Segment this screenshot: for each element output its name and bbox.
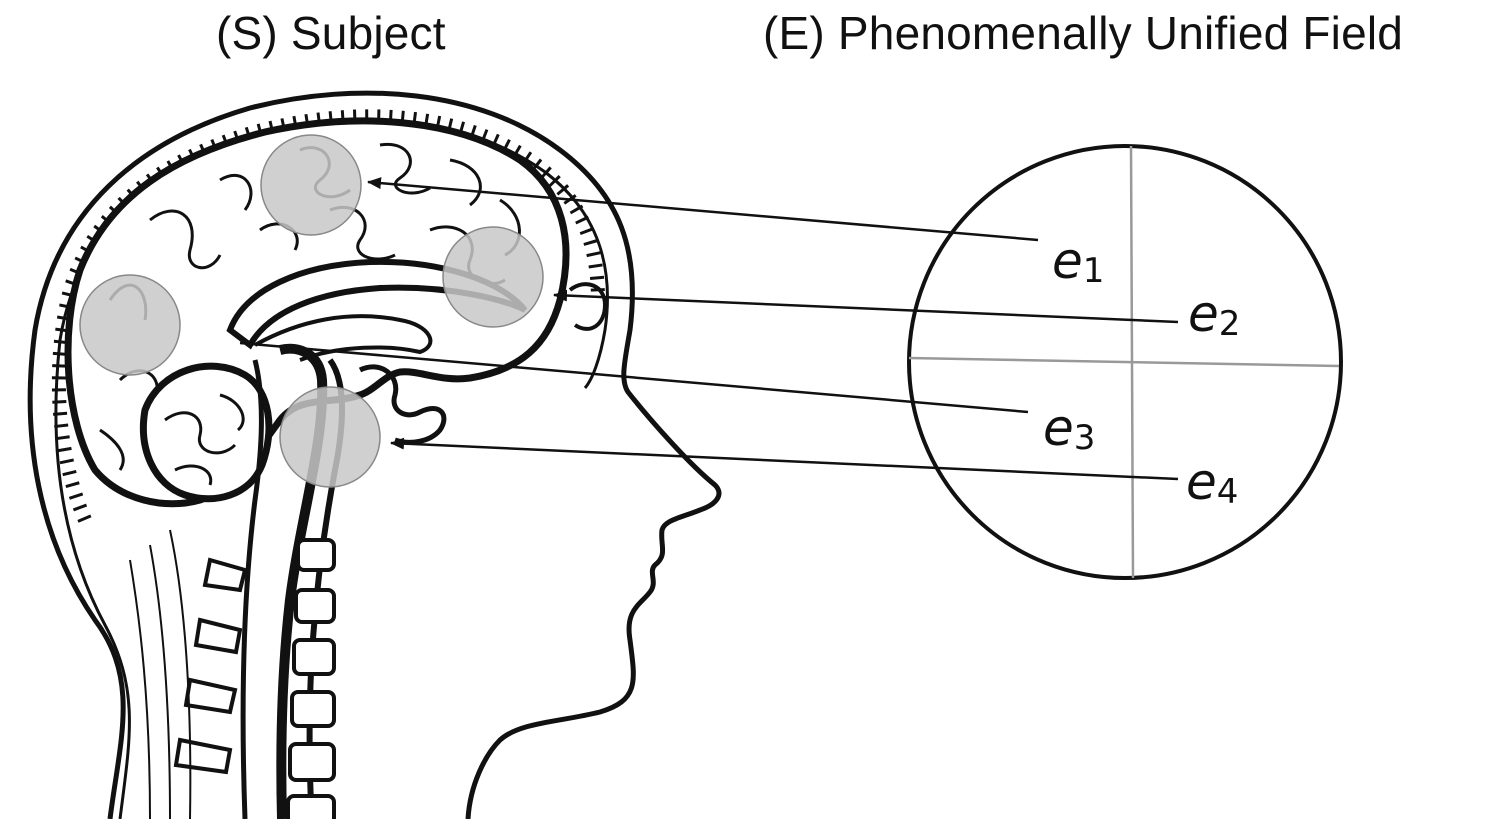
sinus-region xyxy=(358,364,447,445)
vertebrae xyxy=(173,538,336,819)
arrow-e3 xyxy=(239,341,1029,414)
brain-region-4 xyxy=(279,386,381,488)
field-title: (E) Phenomenally Unified Field xyxy=(763,7,1404,59)
spinal-cord-back xyxy=(240,359,264,819)
skull-outline xyxy=(27,90,722,819)
vertebra-2 xyxy=(294,588,336,624)
mapping-arrows xyxy=(239,177,1179,481)
unified-field xyxy=(907,144,1343,580)
arrow-e1 xyxy=(367,177,1039,242)
label-e2: e2 xyxy=(1188,285,1240,344)
brain-region-3 xyxy=(79,274,181,376)
frontal-sinus xyxy=(568,282,608,331)
brain-regions xyxy=(79,134,544,488)
vertebra-3 xyxy=(292,638,336,676)
brainstem xyxy=(276,343,328,819)
brain-region-1 xyxy=(260,134,362,236)
field-divider-horizontal xyxy=(908,356,1340,368)
arrow-e4 xyxy=(390,437,1179,481)
experience-labels: e1 e2 e3 e4 xyxy=(1043,232,1240,512)
label-e4: e4 xyxy=(1186,453,1238,512)
fornix xyxy=(254,314,433,362)
vertebra-1 xyxy=(296,538,336,572)
vertebra-6 xyxy=(286,794,336,819)
vertebra-5 xyxy=(288,742,336,782)
field-circle xyxy=(907,144,1343,580)
vertebra-4 xyxy=(290,690,336,728)
arrow-e2 xyxy=(553,289,1179,324)
brain-region-2 xyxy=(442,226,544,328)
spinous-processes xyxy=(173,557,248,775)
cerebellum xyxy=(139,362,273,503)
neck-muscles xyxy=(129,529,192,819)
label-e1: e1 xyxy=(1052,232,1104,291)
cerebellum-folds xyxy=(164,393,245,486)
subject-title: (S) Subject xyxy=(216,7,446,59)
label-e3: e3 xyxy=(1043,399,1095,458)
